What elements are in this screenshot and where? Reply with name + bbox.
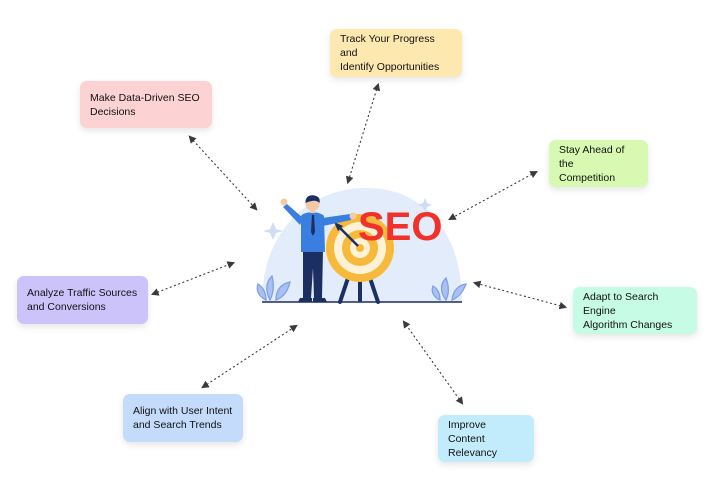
connector-improve: [402, 320, 464, 405]
node-label-line: Adapt to Search Engine: [583, 290, 659, 317]
sparkle-icon: [418, 198, 432, 212]
node-label-line: Algorithm Changes: [583, 318, 673, 331]
node-label-line: Align with User Intent: [133, 405, 233, 417]
node-label-line: and Search Trends: [133, 419, 222, 431]
connector-data: [188, 135, 258, 211]
node-label-line: Improve Content: [448, 418, 486, 445]
node-label-line: Track Your Progress and: [340, 33, 435, 59]
node-label-line: Analyze Traffic Sources: [27, 287, 138, 299]
node-label-line: and Conversions: [27, 301, 106, 313]
node-adapt-algorithm: Adapt to Search Engine Algorithm Changes: [573, 287, 697, 334]
connector-track: [345, 82, 381, 185]
node-label-line: Relevancy: [448, 446, 498, 459]
connector-traffic: [150, 261, 236, 296]
seo-illustration: [256, 188, 467, 304]
leaf-plant-left: [256, 274, 291, 302]
node-label-line: Identify Opportunities: [340, 61, 440, 73]
connector-align: [201, 324, 298, 389]
businessman-figure: [280, 195, 357, 302]
dart-arrow: [334, 222, 359, 247]
seo-title: SEO: [358, 205, 443, 249]
sparkle-icon: [263, 222, 283, 240]
connector-adapt: [472, 280, 568, 310]
connectors: [150, 82, 568, 405]
node-label-line: Competition: [559, 171, 616, 184]
node-label-line: Stay Ahead of the: [559, 143, 625, 170]
connector-stay: [448, 170, 538, 221]
node-improve-relevancy: Improve Content Relevancy: [438, 415, 534, 462]
node-label-line: Make Data-Driven SEO: [90, 91, 200, 104]
node-data-driven-decisions: Make Data-Driven SEO Decisions: [80, 81, 212, 128]
leaf-plant-right: [431, 276, 467, 302]
node-analyze-traffic: Analyze Traffic Sources and Conversions: [17, 276, 148, 324]
node-label-line: Decisions: [90, 105, 136, 118]
node-align-user-intent: Align with User Intent and Search Trends: [123, 394, 243, 442]
node-stay-ahead: Stay Ahead of the Competition: [549, 140, 648, 187]
node-track-progress: Track Your Progress and Identify Opportu…: [330, 29, 462, 77]
